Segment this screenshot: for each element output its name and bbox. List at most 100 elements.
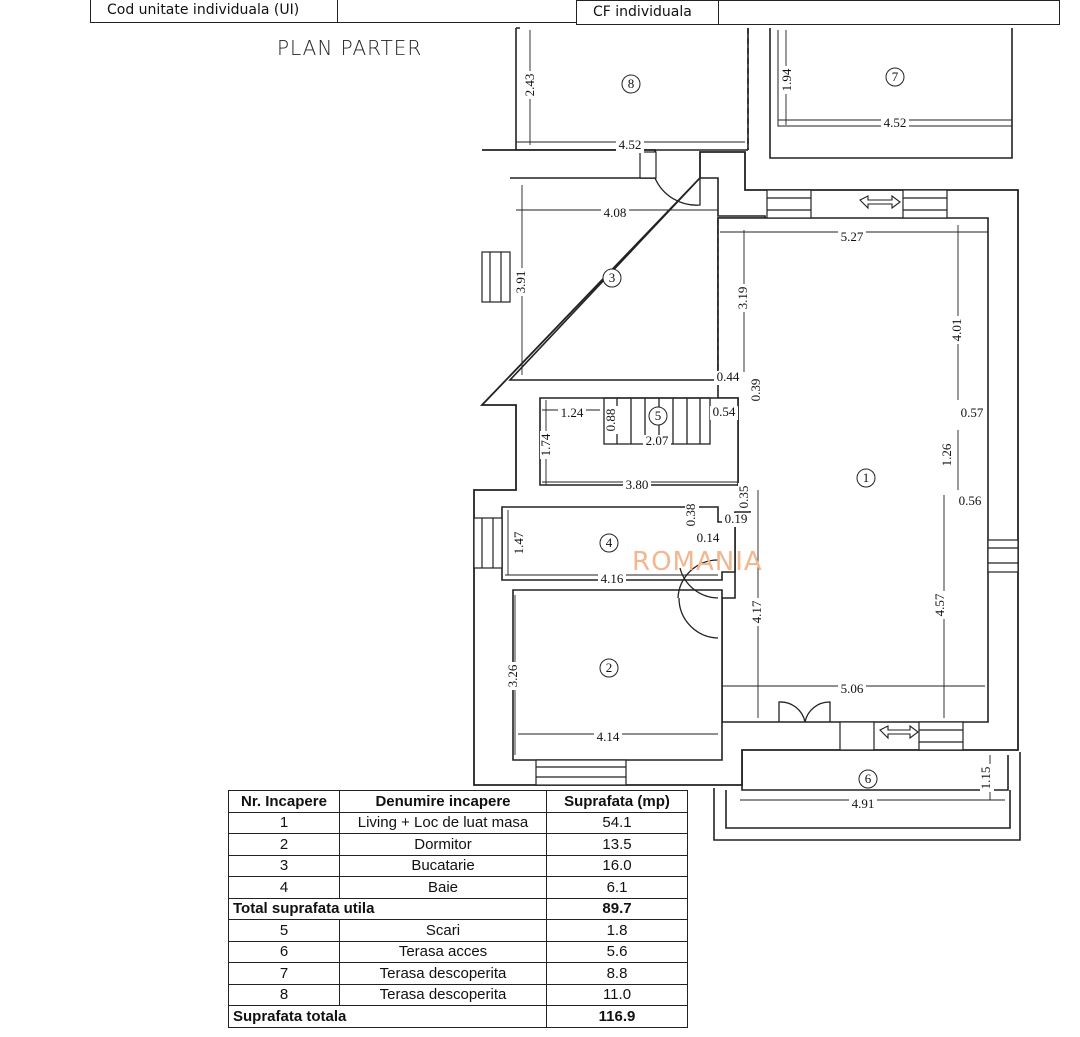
dimension-label: 1.24 — [561, 405, 584, 420]
cell-nr: 4 — [228, 876, 340, 899]
dimension-label: 4.52 — [619, 137, 642, 152]
cf-label: CF individuala — [576, 0, 719, 25]
dimension-label: 4.52 — [884, 115, 907, 130]
room-1-living — [717, 217, 989, 723]
dimension-label: 0.38 — [683, 504, 698, 527]
dimension-label: 1.94 — [779, 68, 794, 91]
cod-ui-label: Cod unitate individuala (UI) — [90, 0, 338, 23]
dimension-label: 4.16 — [601, 571, 624, 586]
cell-denumire: Dormitor — [339, 833, 547, 856]
dimension-label: 0.56 — [959, 493, 982, 508]
room-marker-circle — [885, 67, 905, 87]
cell-denumire: Bucatarie — [339, 854, 547, 877]
cell-suprafata: 6.1 — [546, 876, 688, 899]
cell-denumire: Living + Loc de luat masa — [339, 811, 547, 834]
col-denumire: Denumire incapere — [339, 790, 547, 813]
dimension-label: 0.35 — [736, 486, 751, 509]
dimension-label: 1.74 — [538, 433, 553, 456]
dimension-label: 3.91 — [513, 271, 528, 294]
cell-denumire: Terasa acces — [339, 940, 547, 963]
room-number: 5 — [655, 408, 662, 423]
watermark-logo: ROMANIA — [632, 547, 763, 577]
dimension-label: 3.19 — [735, 287, 750, 310]
dimension-label: 4.01 — [949, 319, 964, 342]
room-schedule-table: Nr. Incapere Denumire incapere Suprafata… — [228, 790, 688, 1028]
cell-nr: 6 — [228, 940, 340, 963]
room-marker-circle — [621, 74, 641, 94]
room-marker-circle — [602, 268, 622, 288]
subtotal-label: Total suprafata utila — [228, 897, 547, 920]
total-value: 116.9 — [546, 1005, 688, 1028]
dimension-label: 3.26 — [505, 664, 520, 687]
room-marker-circle — [648, 406, 668, 426]
table-header: Nr. Incapere Denumire incapere Suprafata… — [228, 790, 688, 813]
cell-denumire: Terasa descoperita — [339, 983, 547, 1006]
dimension-label: 4.14 — [597, 729, 620, 744]
room-number: 1 — [863, 470, 870, 485]
cell-suprafata: 5.6 — [546, 940, 688, 963]
room-number: 8 — [628, 76, 635, 91]
subtotal-value: 89.7 — [546, 897, 688, 920]
room-number: 2 — [606, 660, 613, 675]
entry-arrows — [859, 194, 919, 740]
cell-nr: 7 — [228, 962, 340, 985]
cell-nr: 8 — [228, 983, 340, 1006]
col-nr: Nr. Incapere — [228, 790, 340, 813]
plan-title: PLAN PARTER — [277, 36, 423, 60]
cell-suprafata: 11.0 — [546, 983, 688, 1006]
room-number: 6 — [865, 771, 872, 786]
room-2-bedroom — [512, 589, 723, 761]
dimension-label: 4.57 — [932, 593, 947, 616]
cell-nr: 5 — [228, 919, 340, 942]
cell-suprafata: 16.0 — [546, 854, 688, 877]
total-label: Suprafata totala — [228, 1005, 547, 1028]
terrace-7 — [769, 28, 1013, 159]
cell-denumire: Scari — [339, 919, 547, 942]
doors[interactable] — [654, 177, 831, 723]
dimension-label: 0.54 — [713, 404, 736, 419]
cf-value — [718, 0, 1060, 25]
dimension-label: 0.39 — [748, 379, 763, 402]
room-number: 7 — [892, 69, 899, 84]
cell-nr: 3 — [228, 854, 340, 877]
windows — [473, 151, 1019, 786]
cell-suprafata: 54.1 — [546, 811, 688, 834]
dimension-label: 1.26 — [939, 443, 954, 466]
dimension-label: 4.17 — [749, 600, 764, 623]
cell-denumire: Baie — [339, 876, 547, 899]
room-marker-circle — [856, 468, 876, 488]
dimension-label: 5.27 — [841, 229, 864, 244]
dimension-label: 2.07 — [646, 433, 669, 448]
cell-suprafata: 13.5 — [546, 833, 688, 856]
room-marker-circle — [599, 533, 619, 553]
cell-suprafata: 1.8 — [546, 919, 688, 942]
dimension-label: 5.06 — [841, 681, 864, 696]
room-number: 3 — [609, 270, 616, 285]
col-suprafata: Suprafata (mp) — [546, 790, 688, 813]
dimension-label: 0.44 — [717, 369, 740, 384]
cell-suprafata: 8.8 — [546, 962, 688, 985]
cell-denumire: Terasa descoperita — [339, 962, 547, 985]
room-marker-circle — [599, 658, 619, 678]
dimension-label: 0.88 — [603, 409, 618, 432]
dimension-label: 0.57 — [961, 405, 984, 420]
dimension-label: 1.47 — [511, 531, 526, 554]
dimension-label: 1.15 — [978, 767, 993, 790]
room-4-bath — [501, 506, 736, 581]
dimension-label: 2.43 — [522, 74, 537, 97]
dimension-label: 3.80 — [626, 477, 649, 492]
dimension-label: 0.14 — [697, 530, 720, 545]
room-number: 4 — [606, 535, 613, 550]
dimension-label: 4.91 — [852, 796, 875, 811]
